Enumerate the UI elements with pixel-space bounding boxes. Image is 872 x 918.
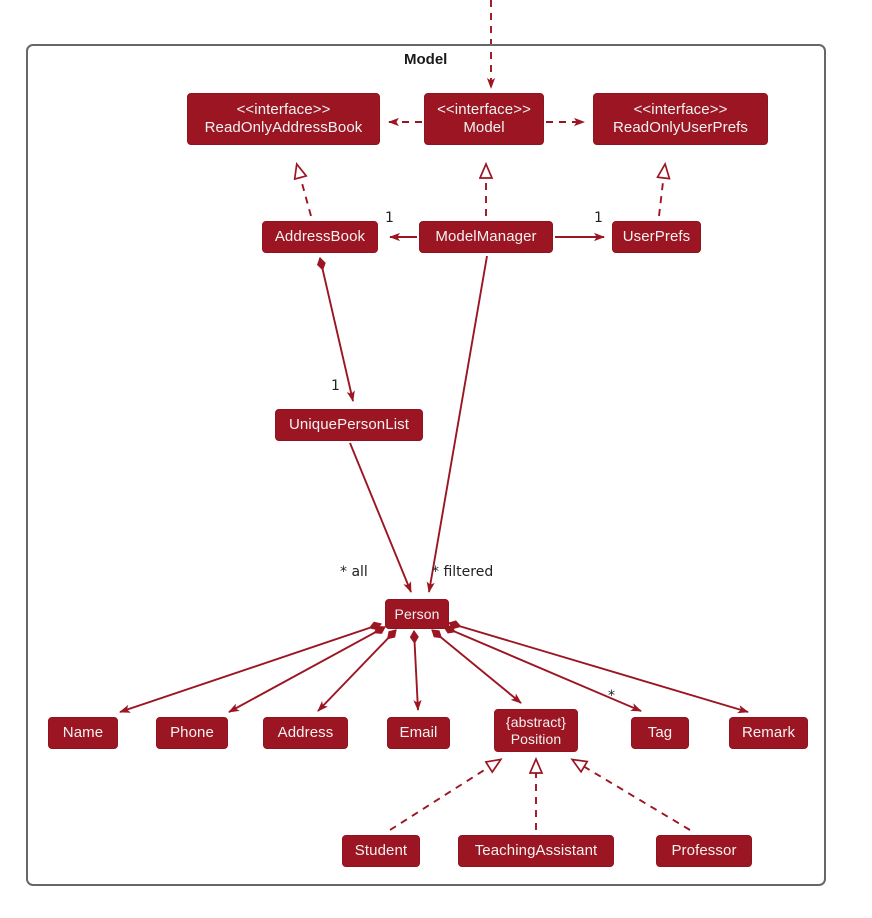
- edge-modelmanager-to-person: [426, 255, 488, 593]
- class-stereotype: <<interface>>: [437, 101, 531, 119]
- class-node-model[interactable]: <<interface>> Model: [424, 93, 544, 145]
- class-node-readonlyaddressbook[interactable]: <<interface>> ReadOnlyAddressBook: [187, 93, 380, 145]
- class-node-teachingassistant[interactable]: TeachingAssistant: [458, 835, 614, 867]
- package-frame: [26, 44, 826, 886]
- edge-label-addressbook-multiplicity: 1: [385, 210, 394, 226]
- edge-student-realizes-position: [389, 760, 500, 831]
- class-name: Email: [399, 724, 438, 742]
- class-node-remark[interactable]: Remark: [729, 717, 808, 749]
- edge-label-filtered: * filtered: [432, 564, 494, 580]
- class-name: Remark: [741, 724, 796, 742]
- edge-person-composes-address: [317, 629, 397, 712]
- edge-userprefs-realizes-readonlyuserprefs: [659, 165, 665, 217]
- class-name: Address: [277, 724, 334, 742]
- edge-uniquepersonlist-to-person: [349, 442, 412, 593]
- class-name: UniquePersonList: [288, 416, 409, 434]
- edge-label-userprefs-multiplicity: 1: [594, 210, 603, 226]
- class-name: UserPrefs: [622, 228, 691, 246]
- class-name: AddressBook: [274, 228, 366, 246]
- class-name: ReadOnlyAddressBook: [204, 119, 363, 136]
- class-node-professor[interactable]: Professor: [656, 835, 752, 867]
- class-node-email[interactable]: Email: [387, 717, 450, 749]
- edge-label-uniquepersonlist-multiplicity: 1: [331, 378, 340, 394]
- class-name: ReadOnlyUserPrefs: [612, 119, 749, 136]
- class-name: Position: [510, 730, 562, 747]
- class-name: Phone: [170, 724, 214, 742]
- class-node-student[interactable]: Student: [342, 835, 420, 867]
- class-name: Tag: [647, 724, 673, 742]
- class-name: Person: [394, 605, 440, 622]
- class-node-tag[interactable]: Tag: [631, 717, 689, 749]
- class-node-position[interactable]: {abstract} Position: [494, 709, 578, 752]
- class-name: Name: [62, 724, 104, 742]
- edge-person-composes-email: [409, 630, 422, 711]
- edge-addressbook-composes-uniquepersonlist: [316, 257, 355, 402]
- edge-addressbook-realizes-readonlyaddressbook: [297, 165, 312, 217]
- package-title: Model: [404, 51, 448, 68]
- class-stereotype: {abstract}: [505, 713, 567, 730]
- class-name: TeachingAssistant: [474, 842, 598, 860]
- class-node-phone[interactable]: Phone: [156, 717, 228, 749]
- class-name: ModelManager: [435, 228, 537, 246]
- edge-label-tag-multiplicity: *: [608, 688, 615, 704]
- class-name: Student: [354, 842, 408, 860]
- class-node-uniquepersonlist[interactable]: UniquePersonList: [275, 409, 423, 441]
- class-stereotype: <<interface>>: [236, 101, 331, 119]
- class-node-userprefs[interactable]: UserPrefs: [612, 221, 701, 253]
- class-name: Model: [463, 119, 505, 136]
- class-node-address[interactable]: Address: [263, 717, 348, 749]
- class-name: Professor: [671, 842, 737, 860]
- edge-label-all: * all: [340, 564, 368, 580]
- class-stereotype: <<interface>>: [633, 101, 728, 119]
- class-node-addressbook[interactable]: AddressBook: [262, 221, 378, 253]
- class-node-person[interactable]: Person: [385, 599, 449, 629]
- edge-person-composes-remark: [448, 620, 749, 714]
- class-node-modelmanager[interactable]: ModelManager: [419, 221, 553, 253]
- class-node-readonlyuserprefs[interactable]: <<interface>> ReadOnlyUserPrefs: [593, 93, 768, 145]
- edge-professor-realizes-position: [573, 760, 691, 831]
- class-node-name[interactable]: Name: [48, 717, 118, 749]
